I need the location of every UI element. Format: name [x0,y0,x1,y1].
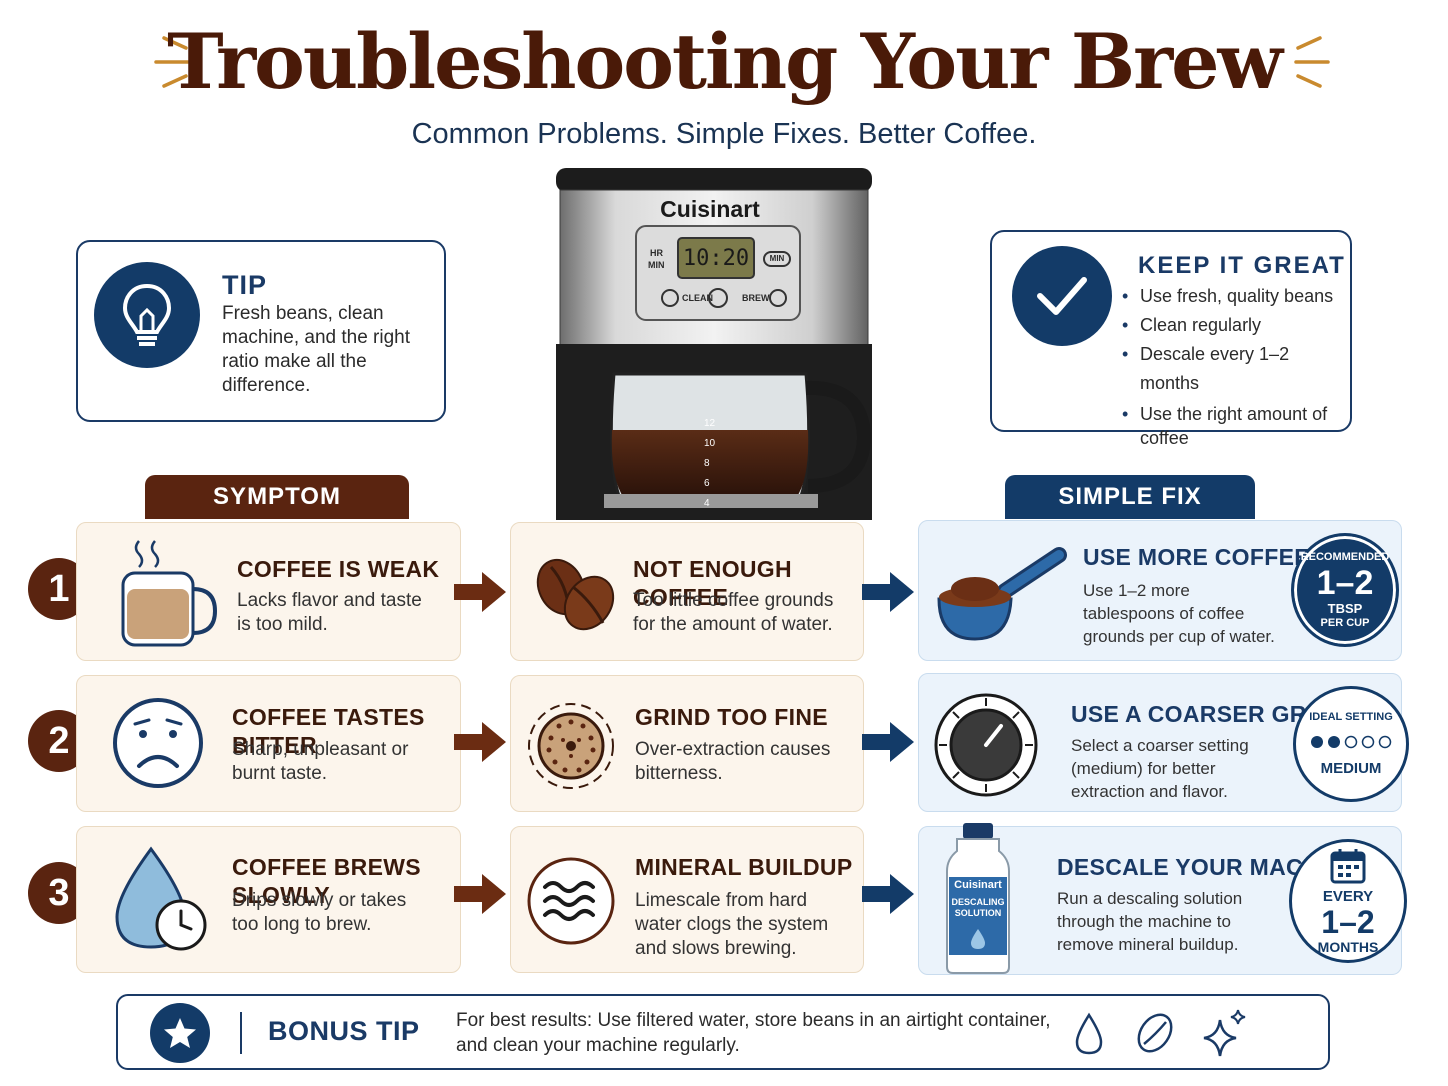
fix-card-1: USE MORE COFFEE Use 1–2 more tablespoons… [918,520,1402,661]
tip-text: Fresh beans, clean machine, and the righ… [222,303,411,396]
symptom-text: Lacks flavor and taste is too mild. [237,590,422,635]
fix-card-2: USE A COARSER GRIND Select a coarser set… [918,673,1409,812]
bonus-tip-bar: BONUS TIP For best results: Use filtered… [116,994,1330,1070]
arrow-right-icon [454,874,506,914]
water-drop-icon [1075,1012,1103,1055]
fix-text: Use 1–2 more tablespoons of coffee groun… [1083,581,1275,646]
min-label: MIN [648,260,665,270]
recommended-badge: RECOMMENDED 1–2 TBSP PER CUP [1291,533,1399,647]
sparkle-left-icon [154,36,190,88]
coffee-cup-icon [121,540,218,647]
cause-card-1: NOT ENOUGH COFFEE Too little coffee grou… [510,522,864,661]
coffee-scoop-icon [937,547,1067,641]
machine-display: 10:20 [682,246,750,271]
list-item: Use the right amount of coffee [1122,398,1348,450]
water-drop-clock-icon [115,846,207,951]
machine-brand: Cuisinart [660,196,760,222]
calendar-icon [1330,849,1366,884]
cause-title: GRIND TOO FINE [635,704,828,730]
grind-level-dots [1311,735,1392,749]
list-item: Descale every 1–2 months [1122,340,1348,398]
limescale-waves-icon [527,857,615,945]
coffee-bean-icon [1137,1013,1173,1053]
brew-button[interactable]: BREW [742,293,770,303]
cause-text: Over-extraction causes bitterness. [635,739,831,784]
tip-heading: TIP [222,270,268,300]
sad-face-icon [113,698,203,788]
simple-fix-tab: SIMPLE FIX [1005,475,1255,519]
clean-button[interactable]: CLEAN [682,293,713,303]
coffee-maker-illustration: Cuisinart 10:20 HR MIN MIN CLEAN BREW 12… [552,168,892,520]
symptom-text: Drips slowly or takes too long to brew. [232,890,407,935]
coffee-beans-icon [536,558,615,631]
sparkle-icon [1203,1009,1246,1057]
fix-text: Select a coarser setting (medium) for be… [1071,736,1249,801]
divider [240,1012,242,1054]
star-icon [150,1003,210,1063]
cause-card-3: MINERAL BUILDUP Limescale from hard wate… [510,826,864,973]
sparkle-right-icon [1294,36,1330,88]
min-button[interactable]: MIN [769,254,785,263]
cause-text: Too little coffee grounds for the amount… [633,590,834,635]
fine-grind-icon [528,703,614,789]
carafe-marks: 12 10 8 6 4 [704,418,716,509]
page-subtitle: Common Problems. Simple Fixes. Better Co… [411,118,1037,150]
arrow-right-icon [862,722,914,762]
bonus-text: For best results: Use filtered water, st… [456,1010,1051,1056]
keep-it-great-box: KEEP IT GREAT Use fresh, quality beans C… [990,230,1352,448]
symptom-card-2: COFFEE TASTES BITTER Sharp, unpleasant o… [76,675,461,812]
cause-title: MINERAL BUILDUP [635,854,853,880]
lightbulb-icon [94,262,200,368]
checkmark-icon [1012,246,1112,346]
fix-text: Run a descaling solution through the mac… [1057,889,1243,954]
grind-dial-icon [934,693,1038,797]
bonus-label: BONUS TIP [268,1016,420,1046]
fix-card-3: Cuisinart DESCALING SOLUTION DESCALE YOU… [918,823,1407,975]
arrow-right-icon [862,874,914,914]
symptom-text: Sharp, unpleasant or burnt taste. [232,739,409,784]
bottle-brand: Cuisinart [954,879,1002,891]
tip-box: TIP Fresh beans, clean machine, and the … [76,240,446,422]
keep-great-heading: KEEP IT GREAT [1138,252,1346,279]
symptom-title: COFFEE BREWS SLOWLY [232,854,421,908]
bottle-label: DESCALING SOLUTION [951,897,1005,918]
ideal-setting-badge: IDEAL SETTING MEDIUM [1293,686,1409,802]
symptom-tab: SYMPTOM [145,475,409,519]
cause-title: NOT ENOUGH COFFEE [633,556,792,610]
symptom-card-1: COFFEE IS WEAK Lacks flavor and taste is… [76,522,461,661]
cause-text: Limescale from hard water clogs the syst… [635,890,829,959]
arrow-right-icon [454,722,506,762]
symptom-title: COFFEE IS WEAK [237,556,440,582]
cause-card-2: GRIND TOO FINE Over-extraction causes bi… [510,675,864,812]
keep-great-list: Use fresh, quality beans Clean regularly… [1122,282,1348,450]
page-title: Troubleshooting Your Brew [167,17,1283,106]
symptom-title: COFFEE TASTES BITTER [232,704,425,758]
hr-label: HR [650,248,663,258]
list-item: Clean regularly [1122,311,1348,340]
symptom-card-3: COFFEE BREWS SLOWLY Drips slowly or take… [76,826,461,973]
descaling-bottle-icon: Cuisinart DESCALING SOLUTION [943,823,1013,975]
arrow-right-icon [454,572,506,612]
every-months-badge: EVERY 1–2 MONTHS [1289,839,1407,963]
fix-title: USE MORE COFFEE [1083,544,1310,570]
arrow-right-icon [862,572,914,612]
list-item: Use fresh, quality beans [1122,282,1348,311]
